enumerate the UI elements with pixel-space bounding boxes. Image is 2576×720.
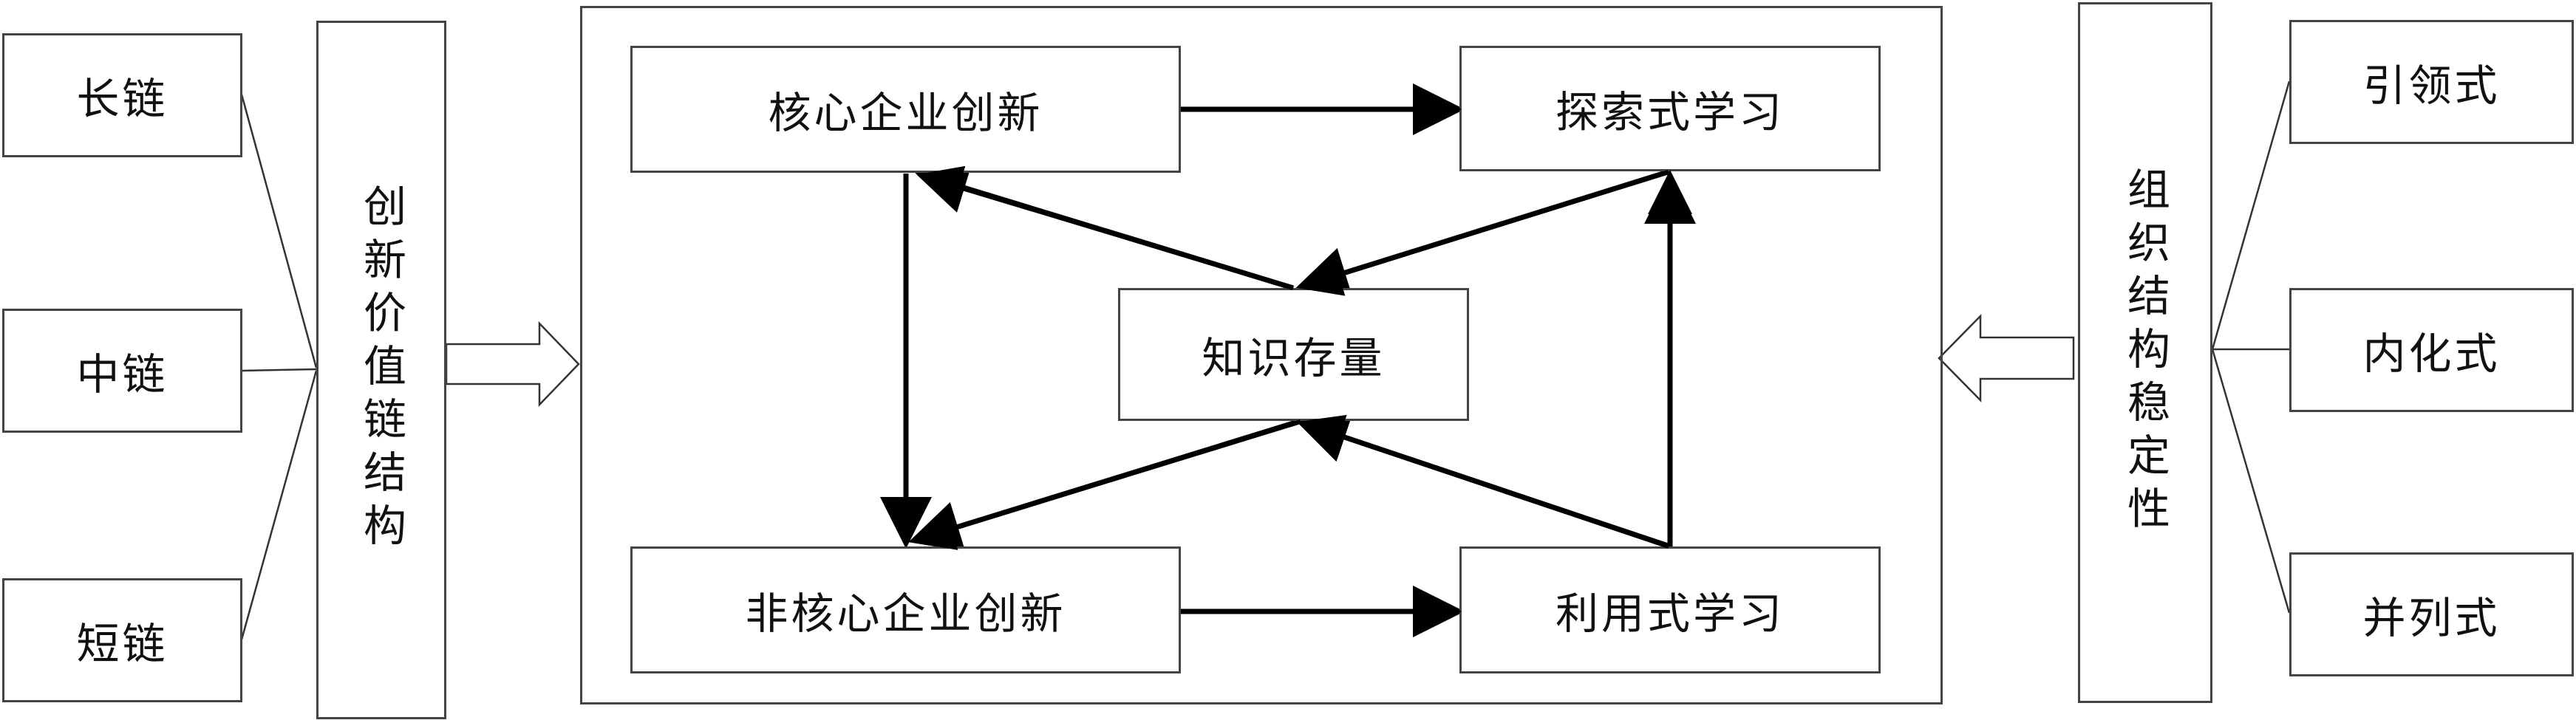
short-chain-label: 短链	[76, 619, 168, 669]
org-structure-stability-label: 组织结构稳定性	[2120, 166, 2170, 539]
mid-chain-label: 中链	[76, 349, 168, 400]
non-core-innovation-label: 非核心企业创新	[745, 589, 1066, 639]
knowledge-stock-box: 知识存量	[1118, 288, 1469, 421]
exploitative-learning-label: 利用式学习	[1555, 589, 1785, 639]
parallel-label: 并列式	[2362, 593, 2501, 643]
long-chain-label: 长链	[76, 74, 168, 124]
connector-short-chain	[240, 370, 318, 640]
hollow-arrow-left	[1938, 313, 2075, 403]
non-core-innovation-box: 非核心企业创新	[630, 546, 1181, 673]
connector-leading	[2211, 80, 2291, 350]
core-innovation-box: 核心企业创新	[630, 46, 1181, 173]
exploratory-learning-label: 探索式学习	[1555, 87, 1785, 137]
internalized-label: 内化式	[2362, 329, 2501, 379]
org-structure-stability-box: 组织结构稳定性	[2078, 2, 2212, 703]
connector-mid-chain	[241, 368, 317, 372]
exploitative-learning-box: 利用式学习	[1459, 546, 1881, 673]
short-chain-box: 短链	[2, 578, 242, 702]
connector-parallel	[2211, 349, 2291, 614]
internalized-box: 内化式	[2289, 288, 2574, 412]
leading-label: 引领式	[2362, 61, 2501, 111]
parallel-box: 并列式	[2289, 552, 2574, 676]
innovation-value-chain-box: 创新价值链结构	[316, 21, 446, 719]
leading-box: 引领式	[2289, 20, 2574, 144]
knowledge-stock-label: 知识存量	[1202, 333, 1386, 383]
exploratory-learning-box: 探索式学习	[1459, 46, 1881, 171]
innovation-value-chain-label: 创新价值链结构	[356, 184, 406, 556]
connector-long-chain	[240, 94, 318, 368]
core-innovation-label: 核心企业创新	[768, 88, 1043, 138]
hollow-arrow-right	[445, 320, 580, 408]
mid-chain-box: 中链	[2, 309, 242, 433]
long-chain-box: 长链	[2, 33, 242, 157]
center-frame	[580, 6, 1943, 704]
